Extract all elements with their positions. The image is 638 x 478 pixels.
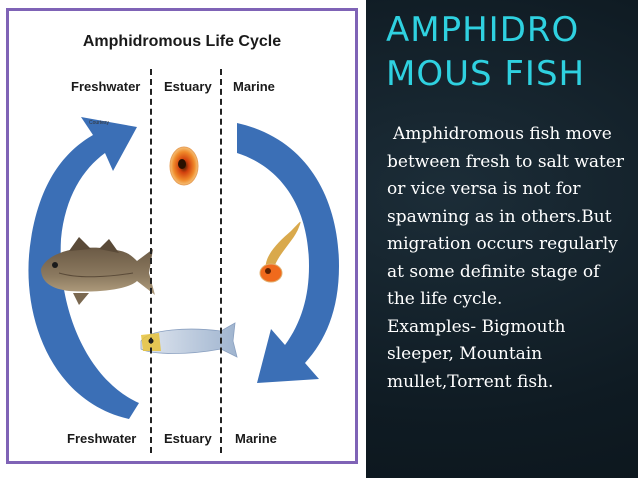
body-paragraph-examples: Examples- Bigmouth sleeper, Mountain mul… bbox=[387, 316, 566, 392]
label-estuary-top: Estuary bbox=[164, 79, 212, 94]
divider-estuary-marine bbox=[220, 69, 222, 453]
courtesy-label: Courtesy bbox=[89, 120, 110, 126]
left-cycle-arrow bbox=[28, 117, 139, 419]
label-freshwater-top: Freshwater bbox=[71, 79, 141, 94]
label-marine-bottom: Marine bbox=[235, 431, 277, 446]
adult-fish-illustration bbox=[41, 237, 155, 305]
body-paragraph-description: Amphidromous fish move between fresh to … bbox=[387, 124, 625, 309]
diagram-frame: Amphidromous Life Cycle Freshwater Estua… bbox=[6, 8, 358, 464]
label-marine-top: Marine bbox=[233, 79, 275, 94]
larva-illustration bbox=[259, 221, 301, 283]
juvenile-fish-illustration bbox=[140, 322, 238, 358]
diagram-panel: Amphidromous Life Cycle Freshwater Estua… bbox=[0, 0, 366, 478]
right-cycle-arrow bbox=[237, 123, 339, 383]
slide-title: AMPHIDRO MOUS FISH bbox=[386, 10, 586, 94]
label-estuary-bottom: Estuary bbox=[164, 431, 212, 446]
divider-freshwater-estuary bbox=[150, 69, 152, 453]
life-cycle-diagram bbox=[28, 117, 339, 419]
label-freshwater-bottom: Freshwater bbox=[67, 431, 137, 446]
egg-illustration bbox=[169, 146, 199, 186]
slide-body: Amphidromous fish move between fresh to … bbox=[387, 121, 631, 396]
diagram-title: Amphidromous Life Cycle bbox=[82, 33, 282, 50]
